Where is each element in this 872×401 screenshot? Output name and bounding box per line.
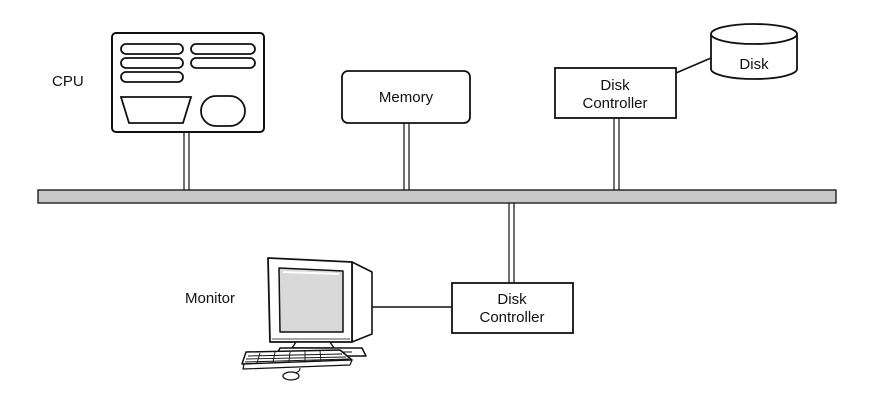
cpu-label: CPU [52,73,84,90]
cpu-bus-tap [183,132,190,190]
system-bus [37,189,837,204]
disk-controller-bottom-label-line2: Controller [479,309,544,326]
memory-box [341,70,471,124]
memory-label: Memory [379,89,434,106]
cpu-board [111,32,265,133]
monitor-label: Monitor [185,290,235,307]
disk-controller-top-bus-tap [613,118,620,190]
disk-label: Disk [739,56,769,73]
disk-controller-bottom-box [451,282,574,334]
disk-controller-top-box [554,67,677,119]
disk-controller-top-label-line1: Disk [600,77,630,94]
disk-controller-top-label-line2: Controller [582,95,647,112]
memory-bus-tap [403,123,410,190]
disk-cylinder [710,23,798,80]
monitor-illustration [241,257,373,381]
disk-controller-bottom-label-line1: Disk [497,291,527,308]
disk-controller-bottom-bus-tap [508,203,515,283]
